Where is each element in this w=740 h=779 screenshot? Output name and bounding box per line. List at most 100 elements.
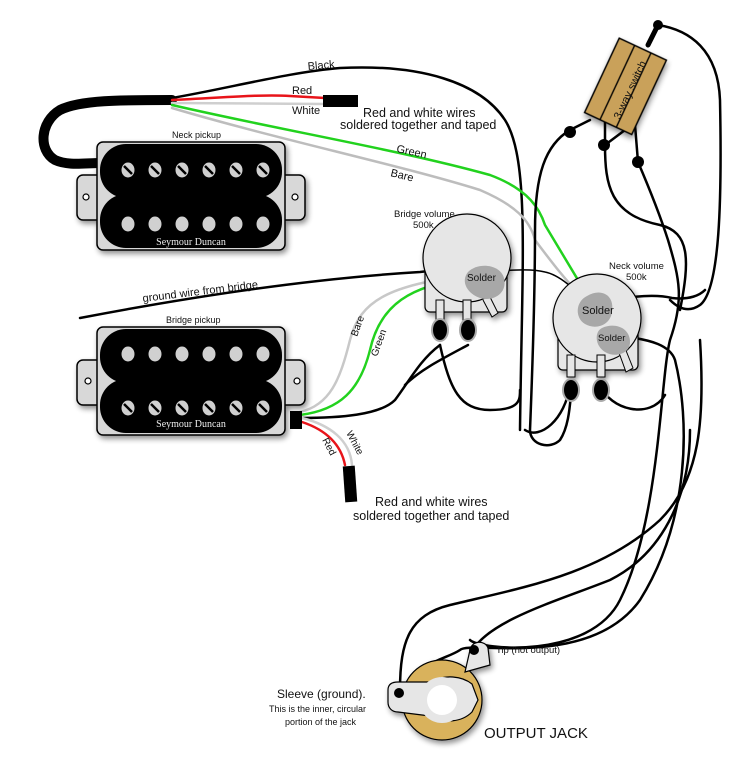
bridge-white-wire [300,416,354,467]
bridge-pickup-mount-hole-left [84,377,92,385]
jack-sleeve-lug [394,688,404,698]
output-jack [387,641,491,741]
jack-sleeve-note-line-2: portion of the jack [285,717,357,727]
neck-pickup-mount-hole-left [82,193,90,201]
bridge-white-wire-label: White [343,429,365,457]
bridge-note-line-1: Red and white wires [375,495,488,509]
screw-slot [258,403,268,413]
bridge-pickup-cable-clamp [290,411,302,429]
neck-white-wire-label: White [292,105,320,117]
neck-pot-solder-label-2: Solder [598,333,625,344]
neck-green-wire-label: Green [395,143,427,161]
screw-slot [150,165,160,175]
neck-pickup-cable [38,95,177,169]
neck-bare-wire-label: Bare [389,167,414,184]
screw-slot [150,403,160,413]
switch-top-wire [656,23,722,311]
slug-pole-piece [121,346,135,362]
screw-slot [177,403,187,413]
screw-slot [258,165,268,175]
jack-tip-wire [471,428,692,652]
slug-pole-piece [256,346,270,362]
bridge-pickup-label: Bridge pickup [166,315,221,325]
bridge-volume-label: Bridge volume [394,209,455,220]
screw-slot [231,403,241,413]
slug-pole-piece [121,216,135,232]
slug-pole-piece [175,346,189,362]
slug-pole-piece [202,346,216,362]
bridge-red-wire [300,420,347,467]
neck-pot-lug-left [562,378,580,402]
neck-pot-hot-wire [408,335,685,692]
neck-green-wire [170,103,592,302]
jack-sleeve-label: Sleeve (ground). [277,687,366,701]
bridge-pickup-brand: Seymour Duncan [156,419,226,430]
bridge-pickup-screw-poles [121,400,270,416]
neck-red-wire-label: Red [292,85,312,97]
bridge-black-wire [298,343,442,420]
neck-black-wire [170,66,525,432]
slug-pole-piece [229,216,243,232]
neck-taped-end [323,95,358,107]
neck-red-wire [170,94,327,102]
slug-pole-piece [148,346,162,362]
neck-bare-wire [170,106,587,302]
neck-pickup-screw-poles [121,162,270,178]
slug-pole-piece [202,216,216,232]
ground-wire-from-bridge [78,267,482,320]
switch-joint-left [564,126,576,138]
neck-pot-solder-label-1: Solder [582,305,614,317]
jack-sleeve-note-line-1: This is the inner, circular [269,704,366,714]
slug-pole-piece [229,346,243,362]
three-way-switch [583,37,668,136]
screw-slot [204,165,214,175]
neck-pickup-mount-hole-right [291,193,299,201]
switch-top-joint [653,20,663,30]
neck-note-line-1: Red and white wires [363,106,476,120]
ground-wire-label: ground wire from bridge [142,279,259,305]
neck-pickup [76,141,306,251]
bridge-pot-lug-wire-2 [403,343,470,387]
neck-pickup-slug-poles [121,216,270,232]
neck-pickup-label: Neck pickup [172,130,221,140]
screw-slot [123,403,133,413]
jack-tip-label: Tip (hot output) [496,645,560,656]
bridge-bare-wire [298,273,472,414]
bridge-bare-wire-label: Bare [349,314,367,338]
neck-black-wire-label: Black [307,59,335,73]
jack-tip-lug [469,645,479,655]
bridge-pot-lug-right [459,318,477,342]
bridge-pot-solder-blob [464,265,505,300]
bridge-pickup-slug-poles [121,346,270,362]
neck-pot-solder-blob-top [577,292,613,327]
neck-volume-value: 500k [626,272,647,283]
bridge-pot-solder-label: Solder [467,273,497,284]
bridge-pickup-mount-hole-right [293,377,301,385]
switch-wire-left [528,118,592,447]
bridge-red-wire-label: Red [319,436,337,457]
screw-slot [123,165,133,175]
screw-slot [204,403,214,413]
screw-slot [231,165,241,175]
screw-slot [177,165,187,175]
jack-sleeve-wire [398,338,703,692]
switch-wire-right [468,123,681,649]
switch-joint-right [632,156,644,168]
neck-pot-lug-right [592,378,610,402]
neck-note-line-2: soldered together and taped [340,118,496,132]
wires [38,22,722,692]
bridge-volume-value: 500k [413,220,434,231]
neck-pot-solder-blob-bottom [596,325,630,355]
bridge-pot-lug-left [431,318,449,342]
slug-pole-piece [256,216,270,232]
bridge-taped-end [342,465,358,503]
switch-joint-mid [598,139,610,151]
neck-volume-label: Neck volume [609,261,664,272]
bridge-volume-pot [422,213,512,323]
slug-pole-piece [175,216,189,232]
bridge-note-line-2: soldered together and taped [353,509,509,523]
slug-pole-piece [148,216,162,232]
neck-pickup-brand: Seymour Duncan [156,237,226,248]
output-jack-title: OUTPUT JACK [484,725,588,742]
